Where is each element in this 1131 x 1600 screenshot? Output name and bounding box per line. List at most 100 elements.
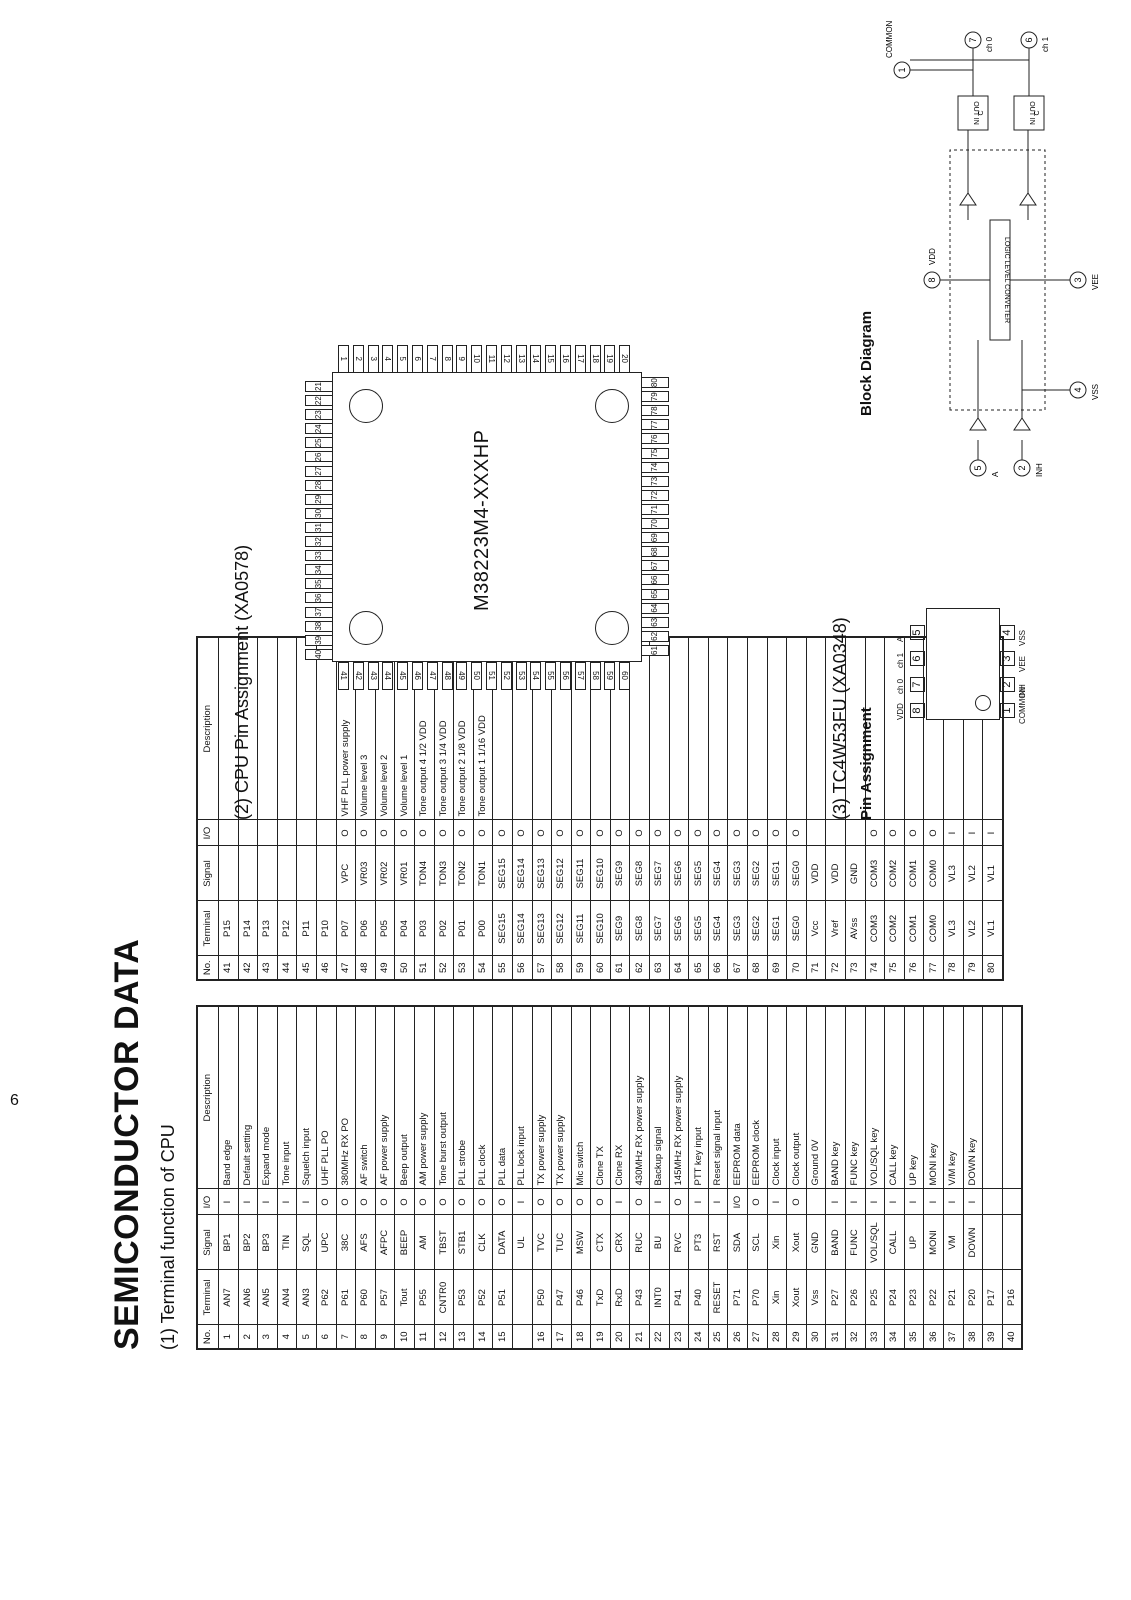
cell-io	[218, 820, 239, 846]
cell-terminal: P55	[414, 1270, 435, 1325]
ic-pin-label-a: A	[896, 636, 905, 642]
cell-io: O	[590, 820, 611, 846]
cell-no: 25	[708, 1325, 728, 1349]
cell-io: I	[982, 820, 1003, 846]
ic-body	[926, 608, 1000, 720]
terminal-2	[1013, 459, 1031, 477]
cpu-pin-11: 11	[486, 345, 497, 373]
cpu-pin-75: 75	[641, 447, 669, 459]
cell-description: DOWN key	[963, 1006, 983, 1189]
cell-no: 50	[394, 956, 415, 980]
cell-signal: SEG1	[767, 846, 787, 901]
cpu-pin-46: 46	[412, 662, 423, 690]
cell-signal: SEG4	[708, 846, 728, 901]
cell-description: Band edge	[218, 1006, 239, 1189]
cell-io: O	[414, 820, 435, 846]
cell-io: O	[708, 820, 728, 846]
switch-ch1-c: C	[1034, 110, 1041, 115]
cell-description: FUNC key	[845, 1006, 866, 1189]
cell-description: Reset signal input	[708, 1006, 728, 1189]
cpu-pin-17: 17	[574, 345, 586, 373]
cell-io: O	[336, 820, 356, 846]
cell-no: 65	[688, 956, 709, 980]
cpu-pin-32: 32	[305, 536, 333, 548]
cell-io: O	[551, 820, 572, 846]
cell-io: O	[786, 820, 807, 846]
cell-signal: SEG2	[747, 846, 768, 901]
buffer-ch1	[1019, 192, 1037, 206]
col-signal: Signal	[197, 1215, 219, 1270]
cell-signal: TIN	[277, 1215, 297, 1270]
cpu-pin-78: 78	[641, 405, 669, 417]
cpu-pin-8: 8	[441, 345, 453, 373]
cell-io: O	[747, 820, 768, 846]
terminal-8-num: 8	[927, 277, 937, 282]
terminal-3-num: 3	[1073, 277, 1083, 282]
cell-signal: SCL	[747, 1215, 768, 1270]
buffer-ch0	[959, 192, 977, 206]
cell-signal: SEG9	[610, 846, 630, 901]
terminal-4	[1069, 381, 1087, 399]
cell-description: Ground 0V	[806, 1006, 826, 1189]
cpu-pin-39: 39	[305, 634, 333, 646]
terminal-common-label: COMMON	[885, 20, 894, 58]
cell-no: 54	[473, 956, 493, 980]
cell-no: 74	[865, 956, 885, 980]
cell-terminal: P52	[473, 1270, 493, 1325]
cpu-pin-41: 41	[338, 662, 349, 690]
cell-no: 10	[394, 1325, 415, 1349]
cell-io	[257, 820, 278, 846]
cell-io: O	[394, 1189, 415, 1215]
cell-terminal: VL2	[963, 901, 983, 956]
cell-signal: SEG3	[727, 846, 748, 901]
cell-io: O	[610, 820, 630, 846]
cell-io: O	[336, 1189, 356, 1215]
cell-no: 70	[786, 956, 807, 980]
cpu-pin-18: 18	[589, 345, 601, 373]
terminal-vss-label: VSS	[1091, 384, 1100, 400]
cell-io: O	[355, 820, 376, 846]
cell-terminal: Vref	[825, 901, 846, 956]
cpu-pin-57: 57	[574, 662, 586, 690]
cell-no: 43	[257, 956, 278, 980]
cell-terminal: P07	[336, 901, 356, 956]
cell-signal: SEG7	[649, 846, 670, 901]
cpu-pin-69: 69	[641, 532, 669, 544]
cell-no: 20	[610, 1325, 630, 1349]
cell-io: O	[532, 820, 552, 846]
cpu-part-number: M38223M4-XXXHP	[471, 429, 493, 611]
cell-io: I	[296, 1189, 317, 1215]
col-terminal: Terminal	[197, 1270, 219, 1325]
cell-io: O	[590, 1189, 611, 1215]
cell-description: PLL lock input	[512, 1006, 532, 1189]
cell-description: CALL key	[884, 1006, 905, 1189]
cpu-pin-63: 63	[641, 616, 669, 628]
cell-terminal: P40	[688, 1270, 709, 1325]
cell-terminal: P43	[629, 1270, 650, 1325]
cell-description	[708, 637, 728, 820]
ic-pin-7: 7	[910, 677, 925, 692]
cell-io: I	[865, 1189, 885, 1215]
section3-heading: (3) TC4W53FU (XA0348)	[830, 617, 850, 820]
cpu-pin-4: 4	[382, 345, 394, 373]
cell-no: 78	[943, 956, 964, 980]
cpu-pin-43: 43	[367, 662, 379, 690]
cell-io: I	[884, 1189, 905, 1215]
cell-signal: STB1	[453, 1215, 474, 1270]
cell-signal: DATA	[492, 1215, 513, 1270]
cell-terminal: P05	[375, 901, 395, 956]
cpu-pin-22: 22	[305, 395, 333, 407]
package-outline	[949, 149, 1046, 411]
mounting-circle	[349, 389, 383, 423]
cell-signal: BU	[649, 1215, 670, 1270]
